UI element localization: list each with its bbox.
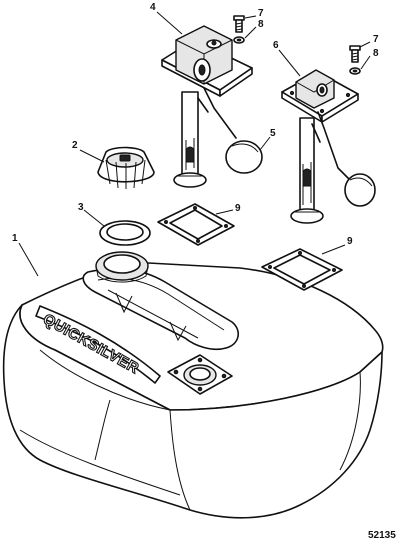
callout-labels: 1 2 3 4 5 6 7 8 7 8 9 9 [12, 2, 379, 247]
callout-5: 5 [270, 128, 276, 139]
o-ring [99, 220, 151, 246]
callout-3: 3 [78, 202, 84, 213]
callout-2: 2 [72, 140, 78, 151]
fuel-cap [97, 146, 155, 189]
tank-sender-mount [167, 354, 233, 395]
fuel-tank: QUICKSILVER [2, 251, 384, 519]
screw-right [349, 45, 361, 63]
callout-9-upper: 9 [235, 203, 241, 214]
callout-7-right: 7 [373, 34, 379, 45]
washer-left [233, 36, 245, 44]
gasket-lower [261, 248, 343, 291]
figure-number: 52135 [368, 530, 396, 541]
callout-1: 1 [12, 233, 18, 244]
washer-right [349, 67, 361, 75]
fuel-pickup-sender [281, 69, 376, 224]
screw-left [233, 15, 245, 33]
fuel-gauge-sender [161, 25, 263, 188]
callout-4: 4 [150, 2, 156, 13]
callout-7-left: 7 [258, 8, 264, 19]
callout-8-left: 8 [258, 19, 264, 30]
callout-8-right: 8 [373, 48, 379, 59]
gasket-upper [157, 203, 235, 246]
callout-6: 6 [273, 40, 279, 51]
leader-lines [18, 11, 371, 277]
callout-9-lower: 9 [347, 236, 353, 247]
